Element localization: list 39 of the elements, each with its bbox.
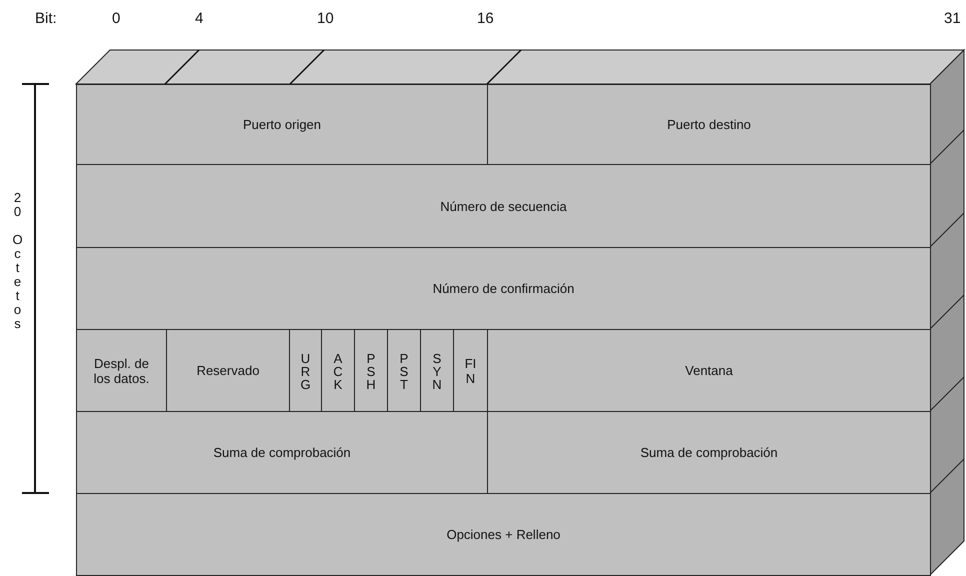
header-field: [387, 329, 421, 412]
bit-number: 16: [477, 10, 494, 27]
field-label: Suma de comprobación: [640, 445, 778, 460]
header-field: [166, 329, 290, 412]
field-label: Puerto origen: [242, 117, 322, 132]
field-label: Despl. de los datos.: [92, 356, 150, 386]
bit-number: 10: [317, 10, 334, 27]
header-field: [76, 247, 931, 330]
field-label: FIN: [464, 356, 478, 386]
header-field: [321, 329, 355, 412]
field-label: Opciones + Relleno: [446, 527, 560, 542]
header-field: [76, 329, 167, 412]
field-label: Suma de comprobación: [213, 445, 351, 460]
field-label: Número de confirmación: [432, 281, 574, 296]
header-field: [487, 84, 931, 165]
bit-number: 31: [944, 10, 961, 27]
field-label: ACK: [330, 351, 346, 390]
field-label: PSH: [364, 351, 378, 390]
header-field: [420, 329, 454, 412]
bit-number: 0: [112, 10, 120, 27]
field-label: SYN: [430, 351, 444, 390]
field-label: PST: [396, 351, 412, 390]
field-label: Número de secuencia: [440, 198, 567, 214]
bit-number: 4: [195, 10, 204, 27]
header-field: [76, 411, 488, 494]
bracket-label: 20 Octetos: [10, 190, 25, 330]
header-field: [354, 329, 388, 412]
header-field: [453, 329, 488, 412]
header-field: [76, 493, 931, 576]
field-label: Reservado: [196, 363, 260, 378]
bit-axis-label: Bit:: [35, 10, 57, 27]
header-field: [76, 164, 931, 248]
field-label: Puerto destino: [667, 117, 751, 132]
header-field: [487, 329, 931, 412]
field-label: URG: [298, 351, 313, 390]
field-label: Ventana: [685, 363, 733, 378]
header-field: [289, 329, 322, 412]
header-field: [487, 411, 931, 494]
header-field: [76, 84, 488, 165]
